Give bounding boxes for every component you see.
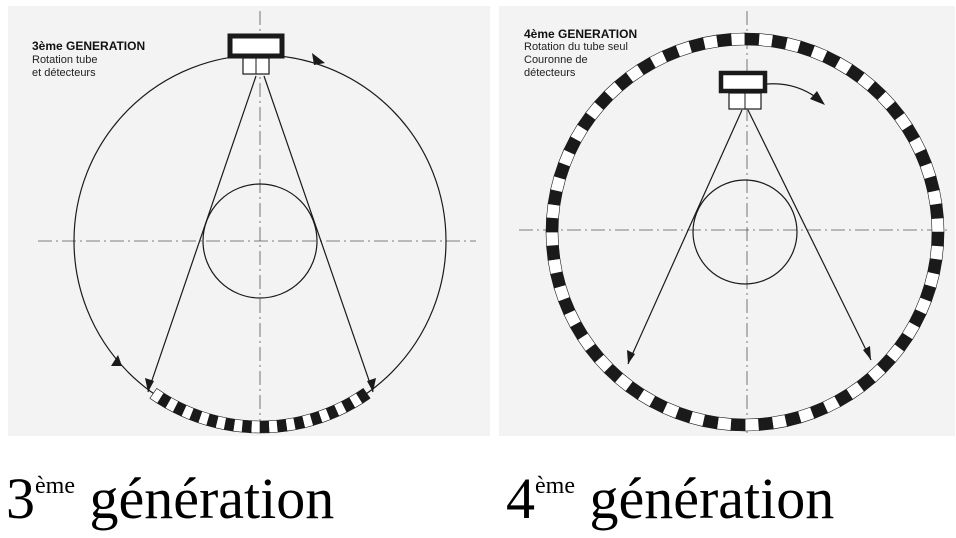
caption-superscript: ème xyxy=(35,473,75,499)
tube-rotation-arrow xyxy=(766,83,818,99)
caption-fourth-generation: 4ème génération xyxy=(506,470,834,528)
caption-text: génération xyxy=(74,466,335,531)
caption-number: 4 xyxy=(506,466,535,531)
detector-element xyxy=(771,414,788,430)
detector-element xyxy=(716,416,732,431)
detector-element xyxy=(730,32,746,46)
panel-subtitle-line: détecteurs xyxy=(524,67,576,79)
detector-element xyxy=(929,203,944,219)
detector-element xyxy=(716,33,732,48)
fourth-generation-diagram: 4ème GENERATION Rotation du tube seul Co… xyxy=(499,6,955,436)
detector-element xyxy=(550,271,566,289)
fan-beam-right xyxy=(747,109,872,361)
detector-element xyxy=(545,217,559,233)
detector-element xyxy=(730,418,746,432)
detector-element xyxy=(688,37,706,53)
detector-element xyxy=(758,416,774,431)
xray-tube xyxy=(718,70,768,94)
detector-element xyxy=(929,245,944,261)
detector-element xyxy=(927,189,943,206)
caption-number: 3 xyxy=(6,466,35,531)
detector-element xyxy=(547,258,563,275)
panel-subtitle-line: Rotation du tube seul xyxy=(524,41,628,53)
fan-beam-right xyxy=(263,75,374,393)
patient-circle xyxy=(692,179,798,285)
xray-tube xyxy=(227,33,285,59)
tube-rotation-arrowhead xyxy=(810,91,825,105)
caption-text: génération xyxy=(574,466,835,531)
panel-subtitle-line: Couronne de xyxy=(524,54,588,66)
fan-beam-right-arrowhead xyxy=(863,346,871,360)
detector-element xyxy=(545,231,559,247)
detector-arc xyxy=(149,388,371,434)
third-generation-schematic xyxy=(38,11,476,436)
detector-element xyxy=(744,418,760,432)
fan-beam-left xyxy=(627,109,743,365)
patient-circle xyxy=(202,183,318,299)
detector-element xyxy=(744,32,760,46)
caption-third-generation: 3ème génération xyxy=(6,470,334,528)
fan-beam-left-arrowhead xyxy=(627,350,635,364)
detector-element xyxy=(546,203,561,219)
rotation-arrowhead-bottom xyxy=(111,355,122,366)
panel-title: 4ème GENERATION xyxy=(524,27,638,41)
fan-beam-left-arrowhead xyxy=(145,378,154,392)
detector-element xyxy=(758,33,774,48)
detector-element xyxy=(241,419,252,434)
fourth-generation-schematic xyxy=(519,11,951,436)
detector-element xyxy=(931,217,945,233)
panel-subtitle-line: Rotation tube xyxy=(32,54,98,66)
detector-ring xyxy=(545,32,945,432)
detector-element xyxy=(924,175,940,193)
detector-element xyxy=(149,388,165,404)
detector-element xyxy=(259,420,270,434)
panel-subtitle-line: et détecteurs xyxy=(32,67,96,79)
detector-element xyxy=(784,411,802,427)
caption-superscript: ème xyxy=(535,473,575,499)
third-generation-diagram: 3ème GENERATION Rotation tube et détecte… xyxy=(8,6,490,436)
detector-element xyxy=(702,34,719,50)
panel-title: 3ème GENERATION xyxy=(32,39,146,53)
detector-element xyxy=(268,419,279,434)
fan-beam-left xyxy=(147,75,257,393)
detector-element xyxy=(931,231,945,247)
detector-element xyxy=(276,418,288,433)
rotation-arrowhead-top xyxy=(312,53,325,65)
fan-beam-right-arrowhead xyxy=(367,378,376,392)
detector-element xyxy=(546,245,561,261)
detector-element xyxy=(250,420,261,434)
